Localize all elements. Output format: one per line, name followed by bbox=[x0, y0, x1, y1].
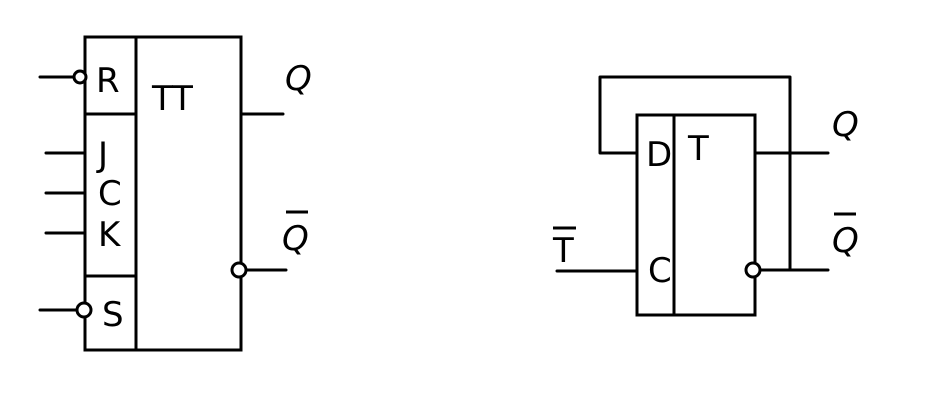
t-qbar-inversion-bubble bbox=[744, 261, 762, 279]
jk-q-output-label: Q bbox=[285, 59, 312, 99]
jk-flipflop: R J C K S TT Q Q bbox=[38, 35, 312, 352]
jk-pin-r-label: R bbox=[96, 61, 120, 101]
jk-pin-k-label: K bbox=[98, 215, 122, 255]
jk-pin-s-label: S bbox=[102, 295, 124, 335]
t-q-output-label: Q bbox=[832, 105, 859, 145]
jk-pin-j-label: J bbox=[96, 135, 108, 175]
t-flipflop: T D C T Q Q bbox=[552, 75, 859, 317]
jk-qbar-output-label: Q bbox=[282, 219, 309, 259]
t-pin-d-label: D bbox=[646, 135, 672, 175]
t-feedback-wire bbox=[598, 75, 792, 272]
jk-pin-c-label: C bbox=[98, 174, 122, 214]
jk-qbar-inversion-bubble bbox=[230, 261, 248, 279]
jk-type-label: TT bbox=[151, 79, 193, 119]
t-pin-c-label: C bbox=[648, 251, 672, 291]
t-flipflop-body bbox=[635, 113, 757, 317]
t-qbar-output-label: Q bbox=[832, 221, 859, 261]
jk-reset-inversion-bubble bbox=[72, 69, 88, 85]
t-input-label: T bbox=[552, 231, 574, 271]
jk-set-inversion-bubble bbox=[75, 301, 93, 319]
t-type-label: T bbox=[687, 129, 709, 169]
